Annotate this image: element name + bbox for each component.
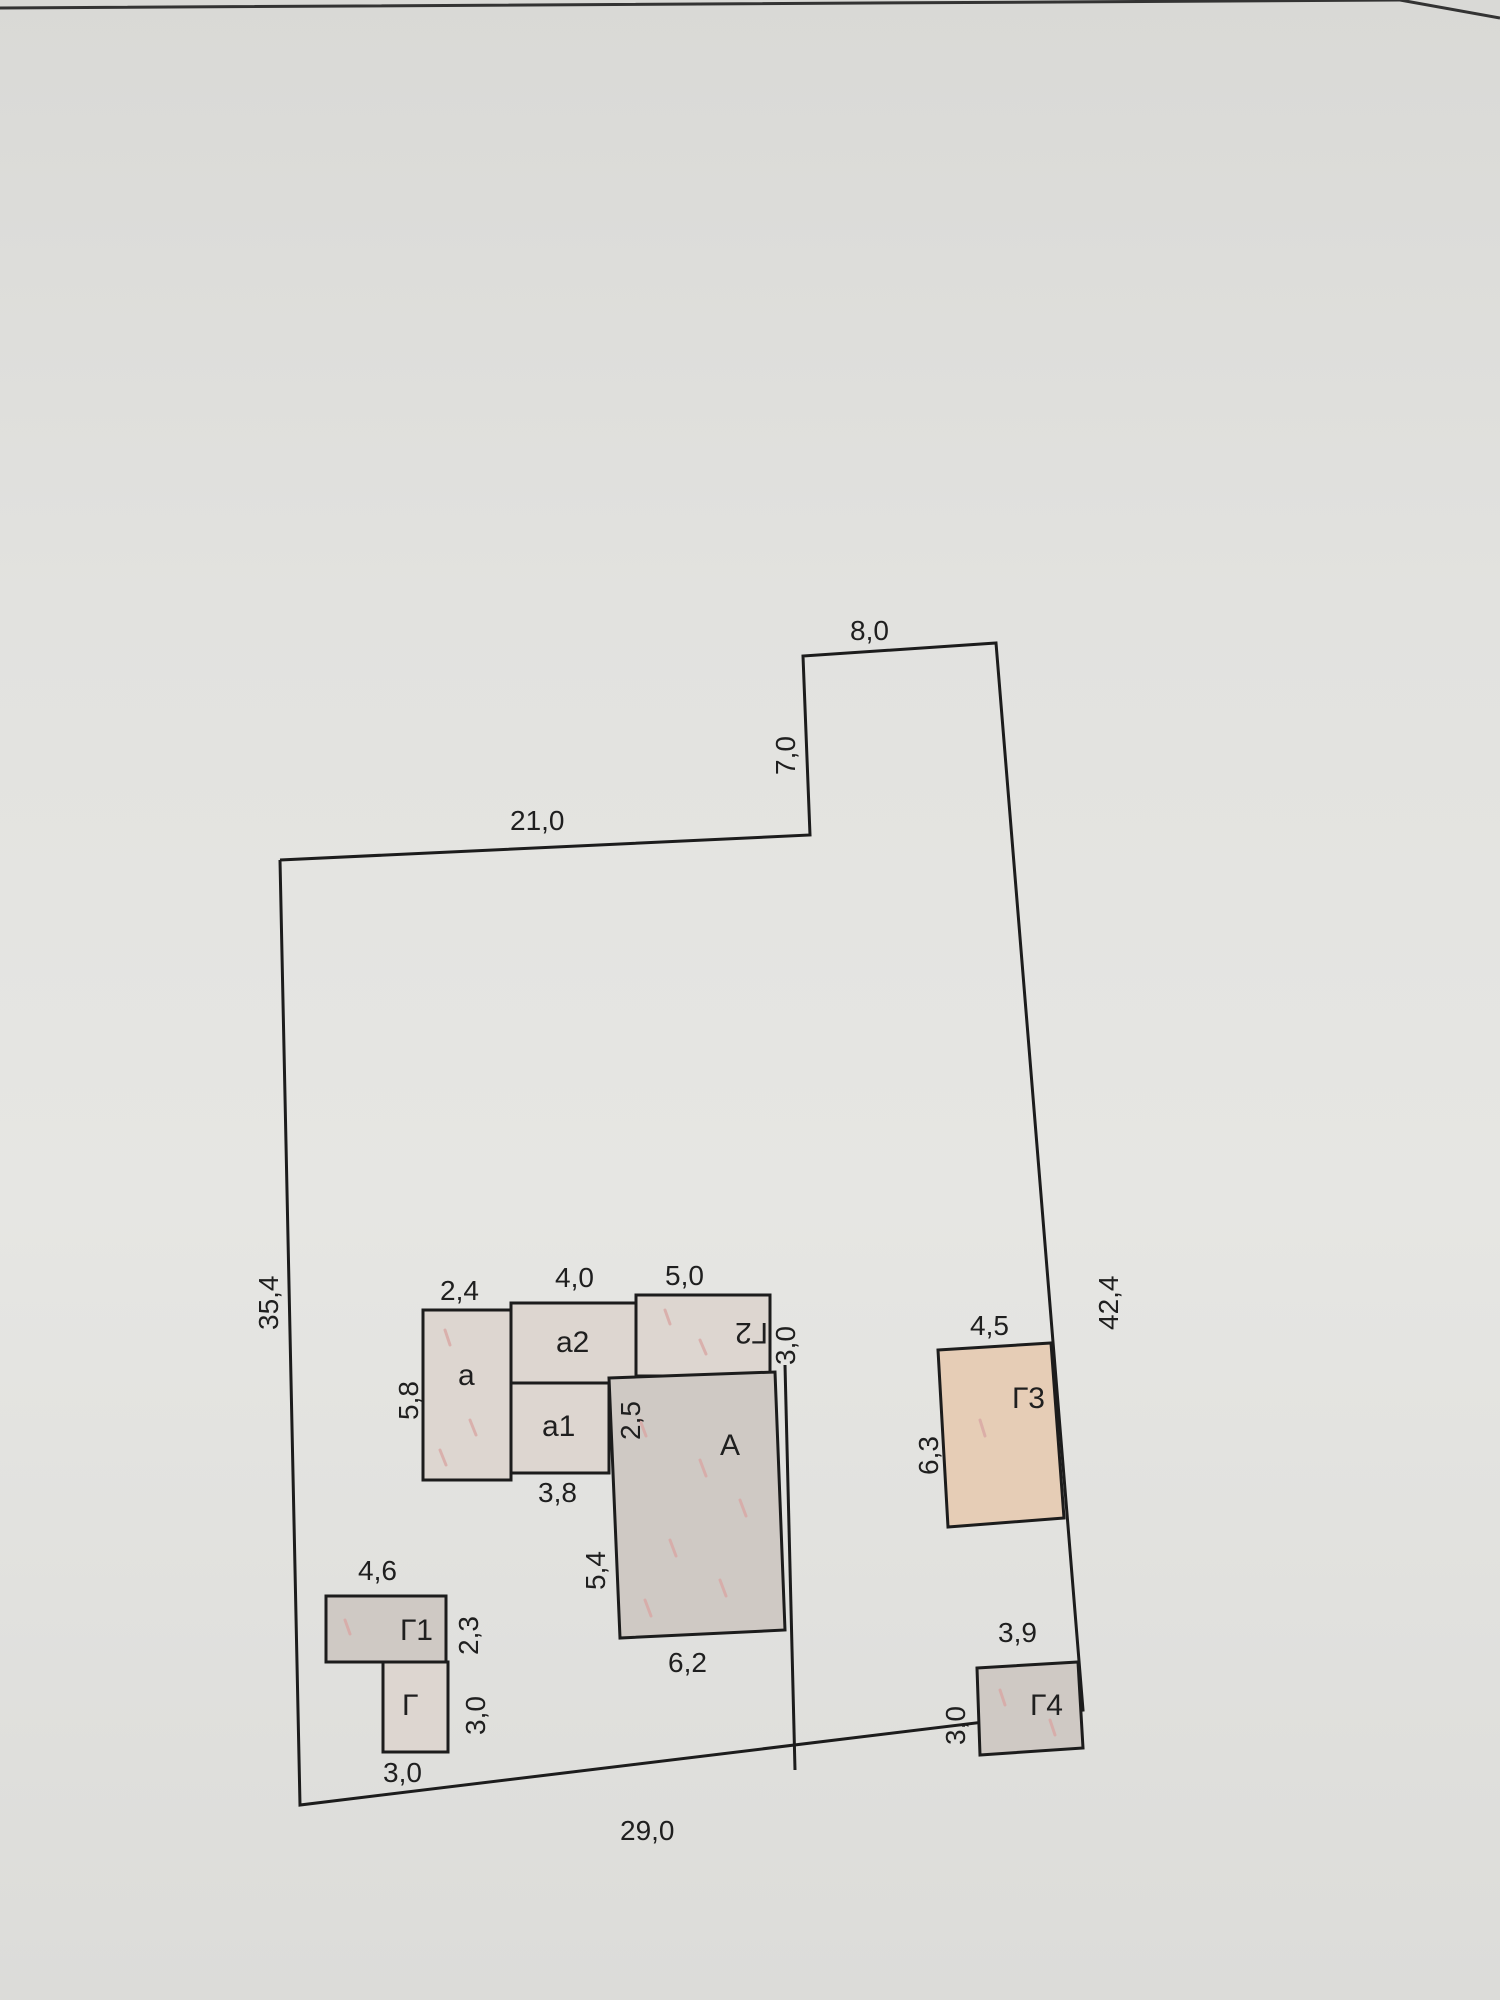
building-a: [421, 1308, 513, 1482]
building-main-A: [607, 1370, 787, 1640]
dim-g2-width: 5,0: [665, 1260, 704, 1291]
label-building-g1: Г1: [400, 1614, 433, 1647]
dim-g4-height: 3,0: [940, 1706, 971, 1745]
dim-bottom: 29,0: [620, 1815, 675, 1846]
dim-a1-width: 3,8: [538, 1477, 577, 1508]
label-building-main-A: А: [720, 1429, 740, 1462]
dim-left-side: 35,4: [253, 1276, 284, 1331]
label-building-a: а: [458, 1359, 475, 1392]
dim-g4-width: 3,9: [998, 1617, 1037, 1648]
label-building-g3: Г3: [1012, 1382, 1045, 1415]
dim-g2-height: 3,0: [770, 1326, 801, 1365]
dim-g3-height: 6,3: [913, 1436, 944, 1475]
dim-g-height: 3,0: [460, 1696, 491, 1735]
dim-A-width: 6,2: [668, 1647, 707, 1678]
dim-a1-height: 2,5: [615, 1401, 646, 1440]
hatch-marks: [343, 1308, 1057, 1737]
dim-a-width: 2,4: [440, 1275, 479, 1306]
dim-top-right: 8,0: [850, 615, 889, 646]
dim-step-vertical: 7,0: [770, 736, 801, 775]
dim-a2-width: 4,0: [555, 1262, 594, 1293]
inner-fence-line: [783, 1364, 797, 1771]
dim-A-height: 5,4: [580, 1551, 611, 1590]
building-g4: [975, 1660, 1085, 1757]
dim-a-height: 5,8: [393, 1381, 424, 1420]
building-g1: [324, 1594, 448, 1664]
dim-top-left: 21,0: [510, 805, 565, 836]
label-building-g2: Г2: [735, 1316, 768, 1349]
building-g2: [634, 1293, 772, 1378]
dim-right-side: 42,4: [1093, 1276, 1124, 1331]
dim-g-width: 3,0: [383, 1757, 422, 1788]
paper-edge: [0, 0, 1500, 20]
label-building-a1: а1: [542, 1410, 575, 1443]
dim-g1-height: 2,3: [453, 1616, 484, 1655]
label-building-g4: Г4: [1030, 1689, 1063, 1722]
label-building-g: Г: [402, 1689, 418, 1722]
dim-g1-width: 4,6: [358, 1555, 397, 1586]
dim-g3-width: 4,5: [970, 1310, 1009, 1341]
label-building-a2: а2: [556, 1326, 589, 1359]
building-g3: [936, 1341, 1066, 1529]
plot-boundary: [278, 641, 1085, 1807]
building-g: [381, 1660, 450, 1754]
